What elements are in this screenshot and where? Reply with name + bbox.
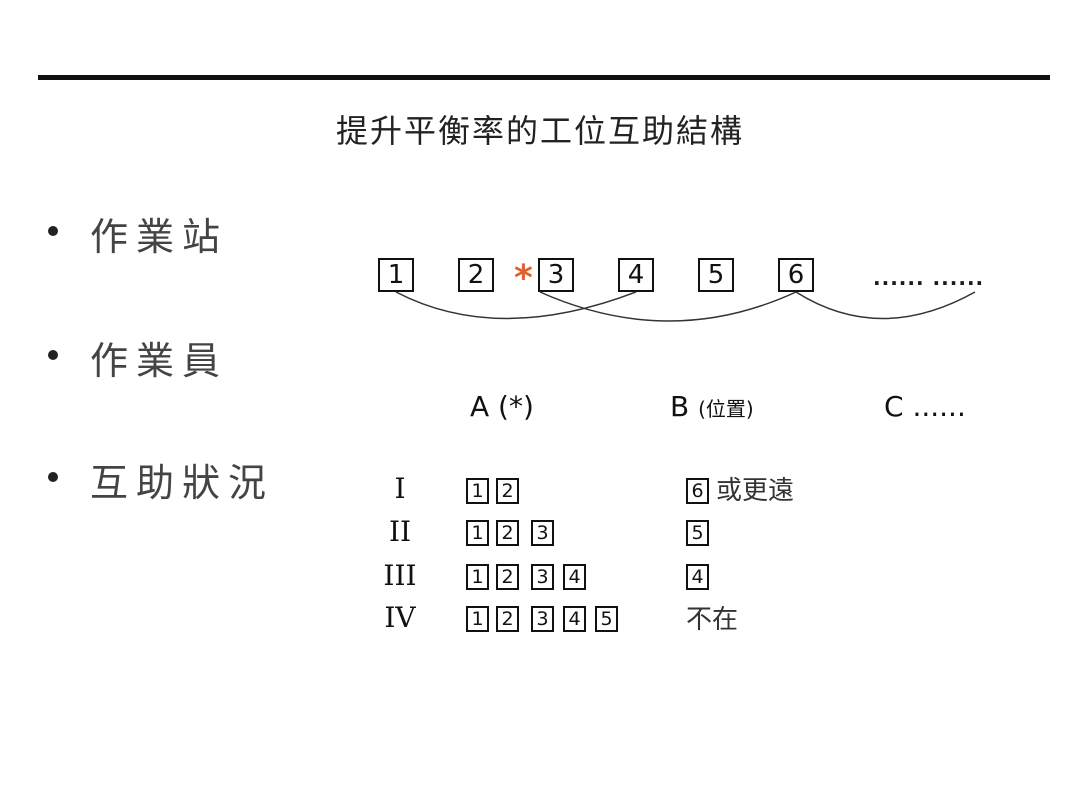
row4-box-4: 4	[563, 606, 586, 632]
worker-a: A (*)	[470, 390, 534, 423]
row4-box-2: 2	[496, 606, 519, 632]
station-box-4: 4	[618, 258, 654, 292]
row4-box-3: 3	[531, 606, 554, 632]
station-box-5: 5	[698, 258, 734, 292]
bullet-label: 作業員	[90, 339, 229, 383]
row-numeral-4: IV	[384, 601, 416, 634]
worker-c: C ......	[884, 390, 966, 423]
row3-target-box: 4	[686, 564, 709, 590]
top-rule	[38, 75, 1050, 80]
bullet-dot	[48, 350, 58, 360]
row1-target-box: 6	[686, 478, 709, 504]
worker-b: B (位置)	[670, 390, 754, 423]
worker-b-letter: B	[670, 390, 699, 423]
row2-box-3: 3	[531, 520, 554, 546]
worker-b-note: (位置)	[698, 397, 754, 421]
row1-box-2: 2	[496, 478, 519, 504]
row3-box-1: 1	[466, 564, 489, 590]
row-numeral-2: II	[388, 515, 412, 548]
row4-box-1: 1	[466, 606, 489, 632]
arc-1-to-4	[395, 291, 637, 320]
row2-box-1: 1	[466, 520, 489, 546]
row-numeral-3: III	[383, 559, 417, 592]
station-box-6: 6	[778, 258, 814, 292]
row3-box-3: 3	[531, 564, 554, 590]
row4-box-5: 5	[595, 606, 618, 632]
station-box-2: 2	[458, 258, 494, 292]
bullet-dot	[48, 472, 58, 482]
bullet-label: 作業站	[90, 215, 229, 259]
arc-6-onward	[795, 291, 976, 320]
row4-target-text: 不在	[686, 605, 739, 635]
station-box-3: 3	[538, 258, 574, 292]
stations-ellipsis: ...... ......	[873, 266, 985, 290]
station-box-1: 1	[378, 258, 414, 292]
bullet-label: 互助狀況	[90, 461, 275, 505]
row2-target-box: 5	[686, 520, 709, 546]
row1-target-text: 或更遠	[716, 476, 795, 506]
row3-box-4: 4	[563, 564, 586, 590]
row1-box-1: 1	[466, 478, 489, 504]
row2-box-2: 2	[496, 520, 519, 546]
slide-title: 提升平衡率的工位互助結構	[335, 112, 744, 150]
arc-3-to-6	[539, 291, 797, 322]
worker-marker-star: *	[514, 258, 533, 299]
row-numeral-1: I	[394, 472, 406, 505]
bullet-dot	[48, 226, 58, 236]
row3-box-2: 2	[496, 564, 519, 590]
